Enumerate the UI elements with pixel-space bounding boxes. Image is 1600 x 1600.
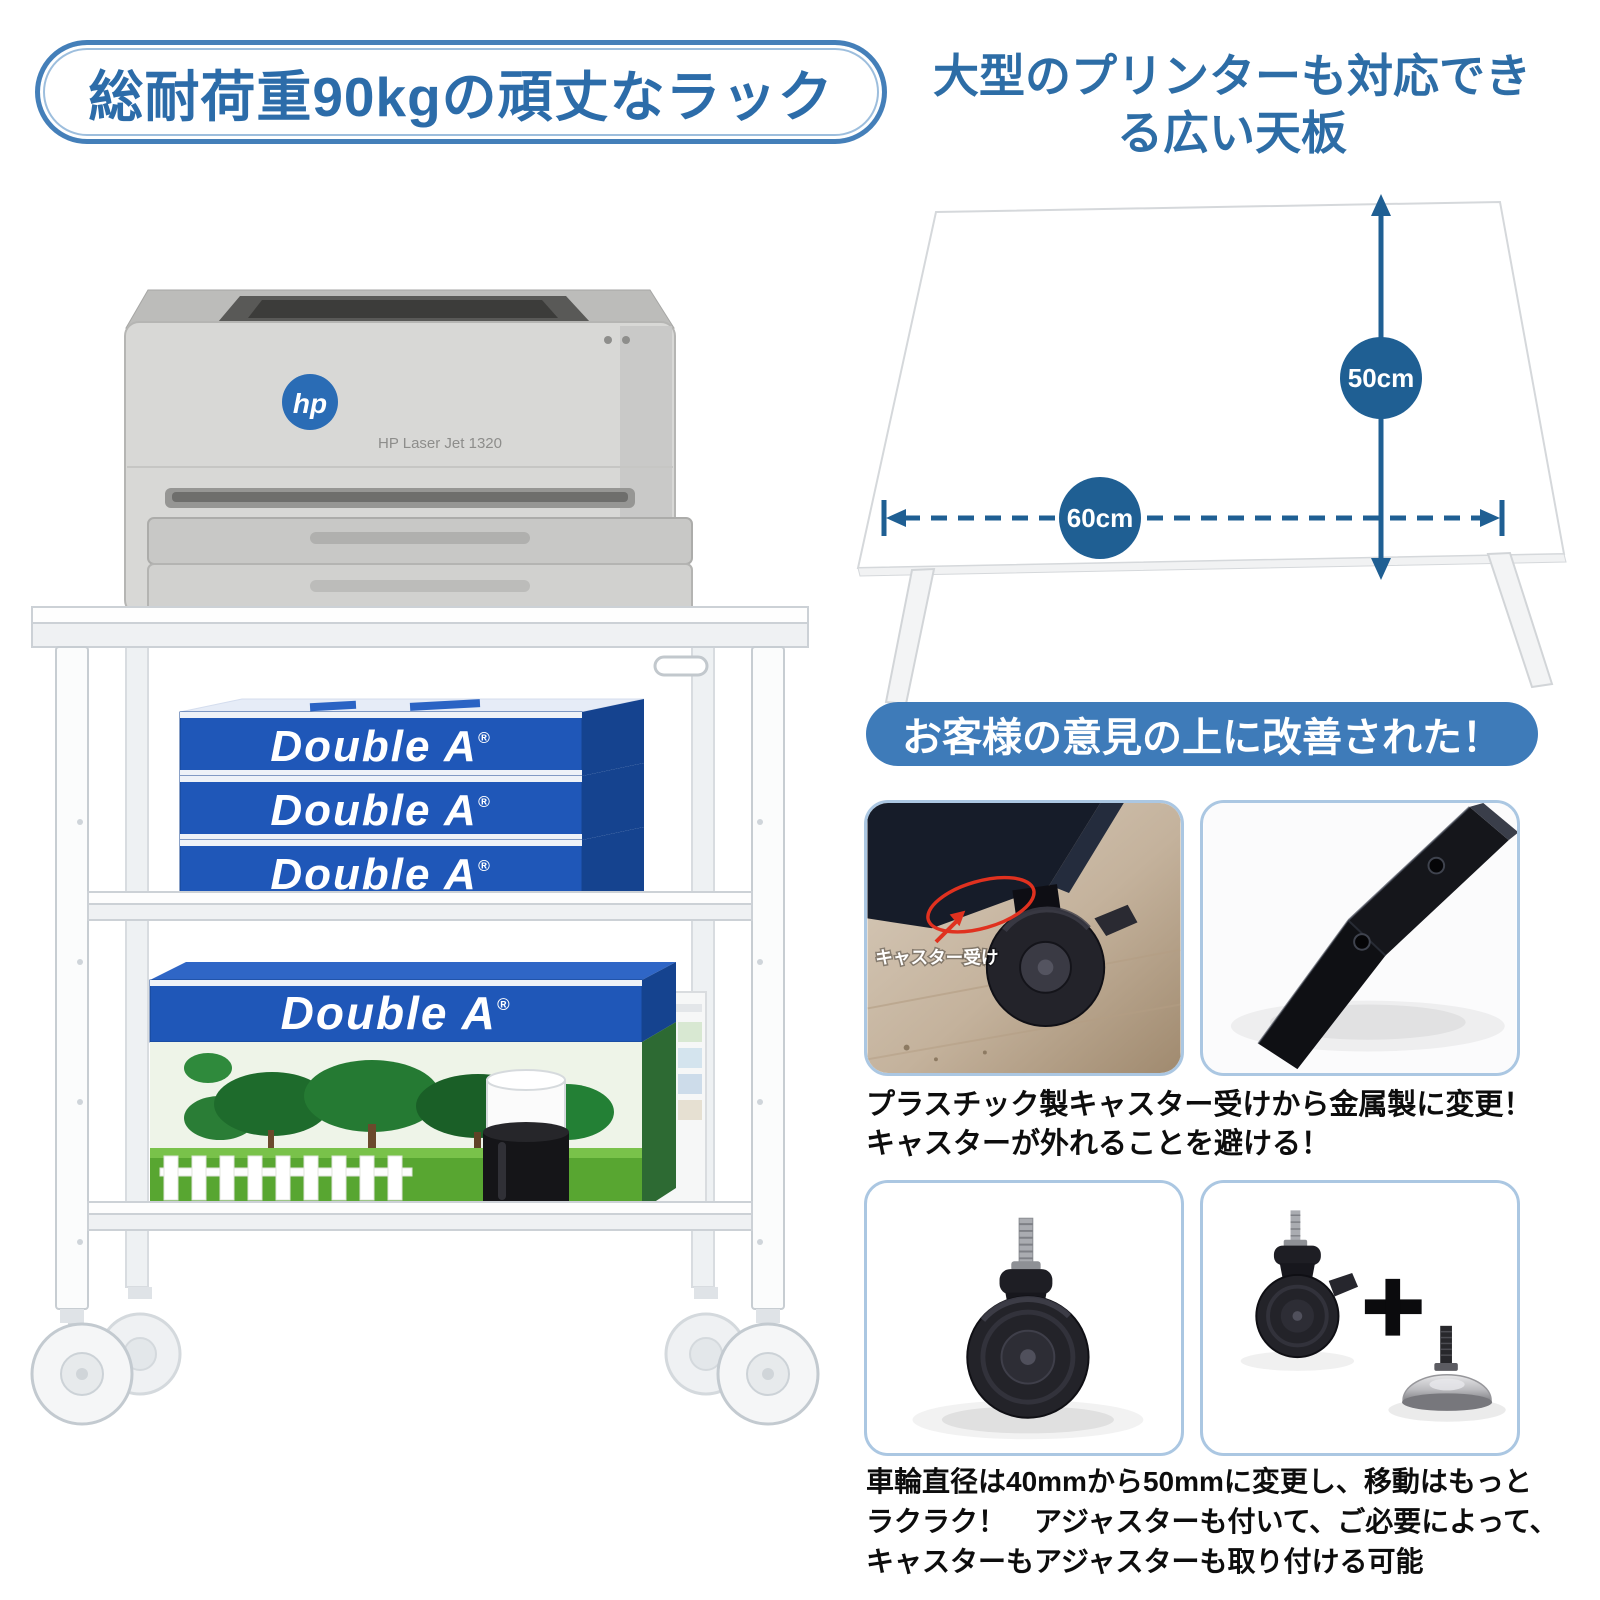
tabletop-dimensions-figure: 50cm 60cm	[856, 194, 1567, 706]
metal-frame-illustration	[1203, 803, 1517, 1073]
caster-mount-description: プラスチック製キャスター受けから金属製に変更！ キャスターが外れることを避ける！	[866, 1086, 1566, 1164]
width-label: 60cm	[1067, 503, 1134, 533]
caster-mount-illustration: キャスター受け	[867, 803, 1181, 1073]
brake-lever	[1094, 904, 1138, 937]
load-capacity-text: 総耐荷重90kgの頑丈なラック	[88, 66, 834, 128]
wheel-upgrade-line3: キャスターもアジャスターも取り付ける可能	[866, 1545, 1424, 1577]
load-capacity-badge: 総耐荷重90kgの頑丈なラック	[35, 40, 887, 144]
svg-text:Double A®: Double A®	[281, 987, 512, 1039]
annotation-ellipse	[926, 875, 1036, 934]
ream-brand: Double A	[270, 722, 477, 771]
printer-model-label: HP Laser Jet 1320	[378, 435, 502, 452]
ream-reg-mark: ®	[478, 730, 492, 747]
improvement-banner: お客様の意見の上に改善された！	[866, 702, 1538, 766]
svg-text:Double A®: Double A®	[270, 722, 491, 771]
wide-top-title-line1: 大型のプリンターも対応でき	[933, 50, 1531, 102]
paper-ream: Double A®	[179, 699, 644, 777]
screw-hole	[1427, 856, 1446, 875]
caster-small	[1255, 1210, 1359, 1359]
caster	[966, 1217, 1090, 1419]
adjuster-foot	[1402, 1325, 1493, 1411]
wheel-upgrade-line2: ラクラク！ アジャスターも付いて、ご必要によって、	[866, 1505, 1558, 1537]
photo-caster-mount: キャスター受け	[864, 800, 1184, 1076]
caster-mount-description-line2: キャスターが外れることを避ける！	[866, 1128, 1331, 1161]
printer-cart-photo: hp HP Laser Jet 1320	[30, 289, 820, 1426]
hp-logo-text: hp	[293, 388, 327, 419]
box-brand: Double A	[281, 987, 497, 1039]
brake-lever	[1328, 1273, 1359, 1297]
photo-caster-wheel	[864, 1180, 1184, 1456]
cart-middle-shelf	[87, 891, 753, 921]
picket-fence	[159, 1155, 413, 1201]
caster-mount-description-line1: プラスチック製キャスター受けから金属製に変更！	[866, 1089, 1533, 1121]
cart-bottom-shelf	[87, 1201, 753, 1231]
furniture-base	[867, 803, 1124, 929]
width-label-circle: 60cm	[1059, 477, 1141, 559]
paper-reams: Double A® Double A® Double A®	[179, 698, 645, 905]
handle-cutout	[653, 655, 709, 677]
svg-text:Double A®: Double A®	[270, 850, 491, 899]
wide-top-title-line2: る広い天板	[1117, 107, 1347, 160]
ream-brand: Double A	[270, 786, 477, 835]
caster-illustration	[867, 1183, 1181, 1453]
wide-top-title: 大型のプリンターも対応でき る広い天板	[896, 48, 1568, 162]
metal-corner	[1257, 803, 1517, 1070]
paper-logo-mark	[184, 1053, 232, 1083]
depth-label: 50cm	[1348, 363, 1415, 393]
wheel-upgrade-line1: 車輪直径は40mmから50mmに変更し、移動はもっと	[866, 1466, 1532, 1497]
ream-reg-mark: ®	[478, 794, 492, 811]
printer: hp HP Laser Jet 1320	[124, 289, 693, 615]
caster-adjuster-illustration: +	[1203, 1183, 1517, 1453]
width-arrow	[881, 500, 1505, 536]
plus-sign: +	[1364, 1278, 1422, 1336]
depth-label-circle: 50cm	[1340, 337, 1422, 419]
double-a-box: Double A®	[149, 962, 676, 1210]
table-legs	[884, 551, 1554, 706]
cart-top-board	[31, 606, 809, 648]
ream-brand: Double A	[270, 850, 477, 899]
hp-logo	[282, 374, 338, 430]
box-reg-mark: ®	[497, 995, 512, 1014]
photo-caster-and-adjuster: +	[1200, 1180, 1520, 1456]
wheel-upgrade-description: 車輪直径は40mmから50mmに変更し、移動はもっと ラクラク！ アジャスターも…	[866, 1462, 1570, 1581]
caster-wheel	[985, 884, 1138, 1028]
front-casters	[30, 1309, 820, 1426]
annotation-arrow	[934, 910, 966, 944]
ream-reg-mark: ®	[478, 858, 492, 875]
canister	[483, 1069, 569, 1214]
photo-metal-frame	[1200, 800, 1520, 1076]
rack-front-legs	[55, 646, 785, 1310]
paper-ream: Double A®	[179, 763, 644, 841]
annotation-label: キャスター受け	[875, 947, 998, 967]
screw-hole	[1353, 933, 1371, 951]
svg-text:Double A®: Double A®	[270, 786, 491, 835]
